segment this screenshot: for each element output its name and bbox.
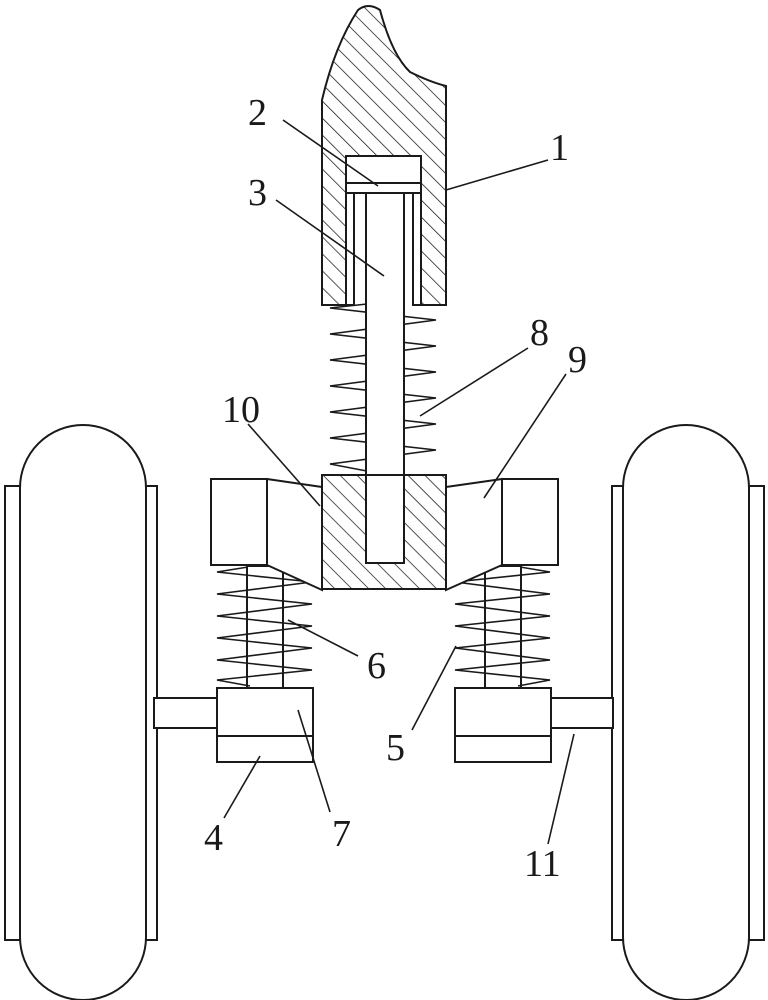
label-8: 8 [530,312,549,354]
label-5: 5 [386,727,405,769]
upper-housing [321,5,447,306]
label-9: 9 [568,339,587,381]
center-block [321,474,447,590]
label-3: 3 [248,172,267,214]
main-rod [365,192,405,476]
center-block-bore [365,474,405,564]
left-axle [153,697,218,729]
right-bearing-block [454,687,552,763]
leader-7 [297,709,331,813]
leader-8 [419,347,529,417]
label-11: 11 [524,843,561,885]
part-labels: 1 2 3 4 5 6 7 8 9 10 11 [204,92,587,885]
right-wheel-tire [622,424,750,1000]
left-wheel-tire [19,424,147,1000]
right-side-block-outer [501,478,559,566]
right-side-block [445,477,559,592]
leader-2 [282,119,379,187]
housing-body [321,5,447,306]
leader-5 [411,645,457,731]
left-wheel [4,424,158,1000]
leader-4 [223,755,261,819]
label-2: 2 [248,92,267,134]
piston-left-wall [345,192,355,306]
piston-right-wall [412,192,422,306]
leader-6 [287,619,359,657]
piston-head [345,182,422,194]
leader-11 [547,733,575,845]
label-7: 7 [332,813,351,855]
leader-10 [247,423,321,507]
label-4: 4 [204,817,223,859]
leader-3 [275,199,385,277]
left-side-block-outer [210,478,268,566]
label-1: 1 [550,127,569,169]
left-block-upper [216,687,314,763]
right-lower-rod [484,565,522,689]
leader-lines [223,119,575,845]
label-10: 10 [222,389,260,431]
leader-9 [483,373,567,499]
left-side-block [210,477,323,592]
leader-1 [445,159,549,191]
left-lower-spring-assembly [216,565,313,689]
left-bearing-block [216,687,314,763]
piston [345,182,422,306]
right-block-upper [454,687,552,763]
left-lower-rod [246,565,284,689]
right-lower-spring-assembly [454,565,551,689]
right-wheel [611,424,765,1000]
right-axle [549,697,614,729]
label-6: 6 [367,645,386,687]
